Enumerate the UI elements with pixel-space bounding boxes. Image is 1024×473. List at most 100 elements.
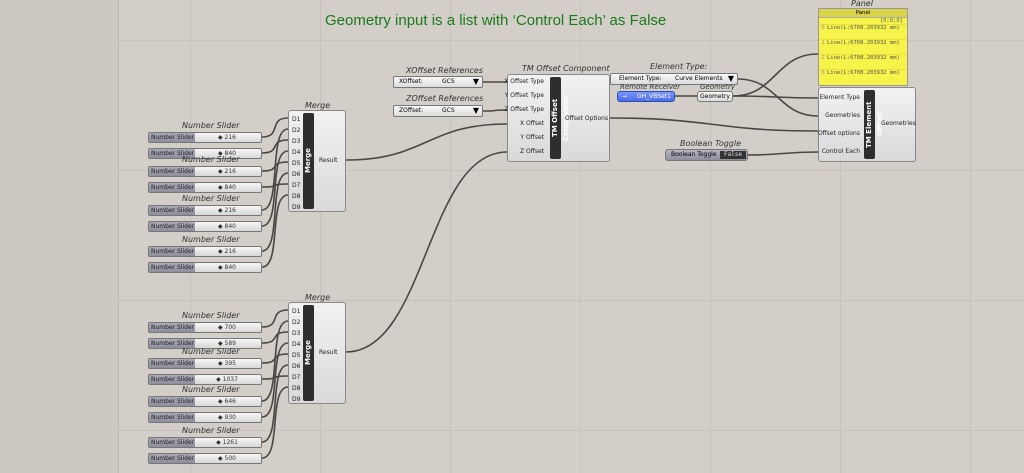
merge-input-d8[interactable]: D8 xyxy=(292,193,301,200)
geometry-param[interactable]: Geometry xyxy=(697,91,733,102)
tm-offset-input-0[interactable]: X Offset Type xyxy=(504,78,544,85)
number-slider[interactable]: Number Slider◆ 1261 xyxy=(148,437,262,448)
slider-grip-icon[interactable]: ◆ xyxy=(218,168,225,175)
tm-element-input-2[interactable]: Offset options xyxy=(817,130,860,137)
merge-input-d6[interactable]: D6 xyxy=(292,363,301,370)
tm-offset-input-3[interactable]: X Offset xyxy=(519,120,544,127)
slider-value[interactable]: ◆ 395 xyxy=(218,360,236,367)
merge-input-d5[interactable]: D5 xyxy=(292,160,301,167)
number-slider[interactable]: Number Slider◆ 589 xyxy=(148,338,262,349)
slider-name: Number Slider xyxy=(149,222,195,231)
number-slider[interactable]: Number Slider◆ 216 xyxy=(148,205,262,216)
tm-offset-input-5[interactable]: Z Offset xyxy=(519,148,544,155)
merge-input-d9[interactable]: D9 xyxy=(292,396,301,403)
merge-output-result[interactable]: Result xyxy=(319,157,338,164)
slider-grip-icon[interactable]: ◆ xyxy=(218,324,225,331)
number-slider[interactable]: Number Slider◆ 930 xyxy=(148,412,262,423)
merge-output-result[interactable]: Result xyxy=(319,349,338,356)
tm-element-input-3[interactable]: Control Each xyxy=(821,148,860,155)
boolean-toggle[interactable]: Boolean Toggle False xyxy=(665,149,748,161)
slider-grip-icon[interactable]: ◆ xyxy=(218,134,225,141)
wire xyxy=(261,320,289,402)
slider-value[interactable]: ◆ 1261 xyxy=(216,439,238,446)
merge-input-d7[interactable]: D7 xyxy=(292,182,301,189)
dropdown-arrow-icon[interactable]: ▼ xyxy=(472,106,479,115)
slider-value[interactable]: ◆ 646 xyxy=(218,398,236,405)
slider-grip-icon[interactable]: ◆ xyxy=(216,439,223,446)
tm-element-input-0[interactable]: Element Type xyxy=(819,94,860,101)
number-slider[interactable]: Number Slider◆ 840 xyxy=(148,182,262,193)
wire xyxy=(345,123,508,161)
number-slider[interactable]: Number Slider◆ 700 xyxy=(148,322,262,333)
slider-grip-icon[interactable]: ◆ xyxy=(218,264,225,271)
number-slider[interactable]: Number Slider◆ 395 xyxy=(148,358,262,369)
number-slider[interactable]: Number Slider◆ 1037 xyxy=(148,374,262,385)
tm-offset-input-1[interactable]: Y Offset Type xyxy=(504,92,544,99)
slider-grip-icon[interactable]: ◆ xyxy=(218,184,225,191)
slider-grip-icon[interactable]: ◆ xyxy=(216,376,223,383)
tm-offset-input-4[interactable]: Y Offset xyxy=(520,134,544,141)
merge-input-d4[interactable]: D4 xyxy=(292,149,301,156)
tm-offset-output[interactable]: Offset Options xyxy=(565,115,609,122)
number-slider[interactable]: Number Slider◆ 840 xyxy=(148,148,262,159)
merge-input-d3[interactable]: D3 xyxy=(292,138,301,145)
merge-input-d6[interactable]: D6 xyxy=(292,171,301,178)
slider-value[interactable]: ◆ 216 xyxy=(218,248,236,255)
slider-grip-icon[interactable]: ◆ xyxy=(218,455,225,462)
number-slider[interactable]: Number Slider◆ 646 xyxy=(148,396,262,407)
xoffset-dropdown[interactable]: XOffset: GCS ▼ xyxy=(393,76,483,88)
merge-input-d2[interactable]: D2 xyxy=(292,127,301,134)
slider-value[interactable]: ◆ 700 xyxy=(218,324,236,331)
tm-element-input-1[interactable]: Geometries xyxy=(825,112,860,119)
slider-value[interactable]: ◆ 216 xyxy=(218,134,236,141)
merge-input-d8[interactable]: D8 xyxy=(292,385,301,392)
slider-grip-icon[interactable]: ◆ xyxy=(218,223,225,230)
element-type-dropdown[interactable]: Element Type: Curve Elements ▼ xyxy=(610,73,738,85)
dropdown-arrow-icon[interactable]: ▼ xyxy=(727,74,734,83)
number-slider[interactable]: Number Slider ◆ 840 xyxy=(148,221,262,232)
number-slider[interactable]: Number Slider◆ 216 xyxy=(148,246,262,257)
slider-grip-icon[interactable]: ◆ xyxy=(218,150,225,157)
slider-grip-icon[interactable]: ◆ xyxy=(218,360,225,367)
dropdown-arrow-icon[interactable]: ▼ xyxy=(472,77,479,86)
slider-value[interactable]: ◆ 840 xyxy=(218,150,236,157)
slider-grip-icon[interactable]: ◆ xyxy=(218,398,225,405)
tm-offset-input-2[interactable]: Z Offset Type xyxy=(504,106,544,113)
slider-value[interactable]: ◆ 1037 xyxy=(216,376,238,383)
merge-input-d2[interactable]: D2 xyxy=(292,319,301,326)
merge-input-d1[interactable]: D1 xyxy=(292,308,301,315)
merge-input-d3[interactable]: D3 xyxy=(292,330,301,337)
number-slider[interactable]: Number Slider◆ 500 xyxy=(148,453,262,464)
merge-input-d1[interactable]: D1 xyxy=(292,116,301,123)
slider-value[interactable]: ◆ 840 xyxy=(218,264,236,271)
merge-input-d4[interactable]: D4 xyxy=(292,341,301,348)
merge-input-d9[interactable]: D9 xyxy=(292,204,301,211)
slider-grip-icon[interactable]: ◆ xyxy=(218,207,225,214)
slider-grip-icon[interactable]: ◆ xyxy=(218,248,225,255)
slider-value[interactable]: ◆ 216 xyxy=(218,168,236,175)
remote-receiver[interactable]: → GH_VBSet1 xyxy=(617,91,675,102)
merge-input-d5[interactable]: D5 xyxy=(292,352,301,359)
slider-value[interactable]: ◆ 840 xyxy=(218,184,236,191)
slider-value[interactable]: ◆ 840 xyxy=(218,223,236,230)
slider-value[interactable]: ◆ 930 xyxy=(218,414,236,421)
zoffset-dropdown[interactable]: ZOffset: GCS ▼ xyxy=(393,105,483,117)
merge-input-d7[interactable]: D7 xyxy=(292,374,301,381)
boolean-toggle-value[interactable]: False xyxy=(720,151,746,159)
slider-grip-icon[interactable]: ◆ xyxy=(218,340,225,347)
slider-value[interactable]: ◆ 500 xyxy=(218,455,236,462)
slider-grip-icon[interactable]: ◆ xyxy=(218,414,225,421)
wire xyxy=(261,117,289,138)
tm-element-output[interactable]: Geometries xyxy=(881,120,916,127)
slider-value[interactable]: ◆ 589 xyxy=(218,340,236,347)
number-slider[interactable]: Number Slider◆ 840 xyxy=(148,262,262,273)
number-slider[interactable]: Number Slider◆ 216 xyxy=(148,166,262,177)
slider-value[interactable]: ◆ 216 xyxy=(218,207,236,214)
number-slider[interactable]: Number Slider◆ 216 xyxy=(148,132,262,143)
